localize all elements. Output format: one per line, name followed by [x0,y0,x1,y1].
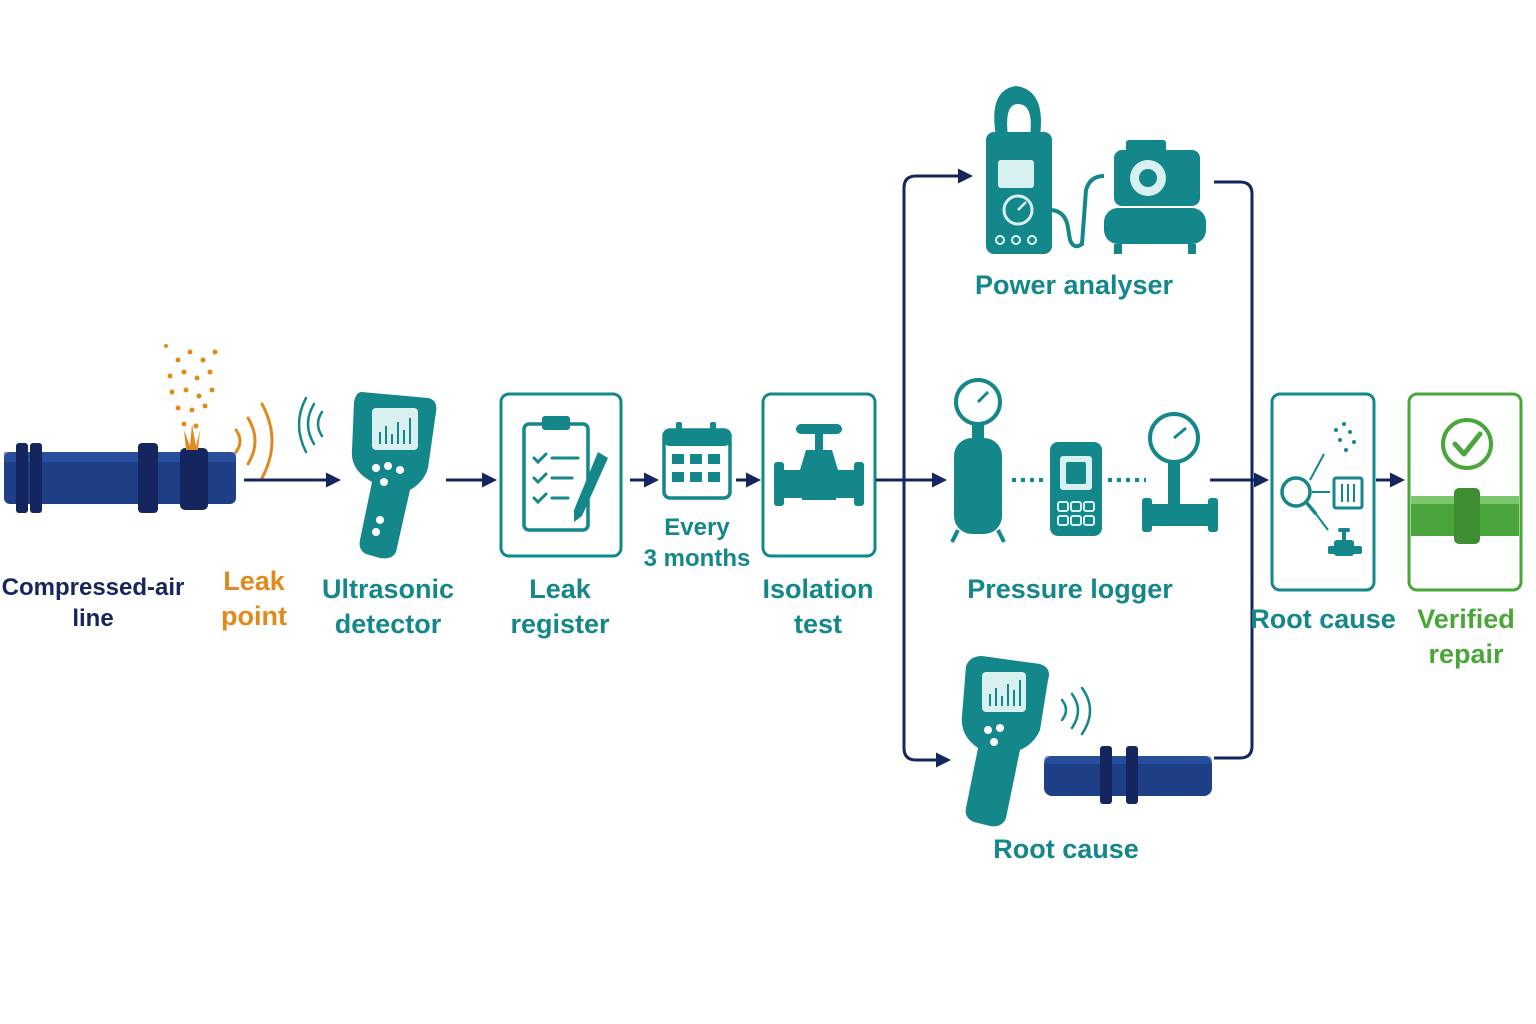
label-ultrasonic-detector: Ultrasonic detector [322,572,454,642]
compressed-air-pipe-icon [4,443,236,513]
label-leak-register-1: Leak [529,574,591,604]
label-power-analyser: Power analyser [974,270,1174,300]
label-root-cause-branch: Root cause [993,834,1139,864]
air-compressor-icon [1104,140,1206,254]
verified-repair-box [1407,392,1523,592]
label-ultrasonic-detector-1: Ultrasonic [321,574,455,604]
leak-spray-icon [164,344,218,450]
data-logger-icon [1050,442,1102,536]
label-leak-point: Leak point [221,564,287,634]
label-verified-repair-2: repair [1428,639,1504,670]
label-isolation-test: Isolation test [762,572,873,642]
label-3-months: 3 months [643,545,751,573]
pressure-tank-icon [950,378,1006,543]
label-isolation-test-1: Isolation [762,574,874,604]
ultrasonic-detector-icon [297,392,437,559]
label-compressed-air-line-1: Compressed-air [1,574,185,601]
label-verified-repair-1: Verified [1417,604,1515,634]
label-leak-point-1: Leak [223,566,285,596]
ultrasonic-detector-icon-2 [961,656,1092,827]
label-every-3-months: Every 3 months [644,512,751,574]
label-root-cause: Root cause [1250,604,1396,634]
label-leak-point-2: point [221,601,287,632]
pipe-icon-2 [1044,746,1212,804]
magnifier-icon [1280,453,1330,531]
calendar-icon [662,422,732,500]
clamp-meter-icon [986,86,1105,254]
root-cause-subicons [1328,422,1364,556]
valve-icon [774,424,864,506]
sound-wave-icon [234,402,274,480]
label-leak-register: Leak register [510,572,609,642]
leak-register-box [499,392,623,558]
label-compressed-air-line-2: line [72,605,114,633]
label-verified-repair: Verified repair [1417,602,1515,672]
branch-connectors [876,168,1269,768]
label-compressed-air-line: Compressed-air line [2,572,185,634]
pencil-icon [574,452,608,522]
label-pressure-logger: Pressure logger [967,574,1173,604]
label-ultrasonic-detector-2: detector [334,609,442,640]
pressure-gauge-icon [1142,412,1218,532]
checkmark-icon [1441,418,1493,470]
label-isolation-test-2: test [793,609,843,640]
label-leak-register-2: register [510,609,610,640]
label-every: Every [664,514,730,541]
